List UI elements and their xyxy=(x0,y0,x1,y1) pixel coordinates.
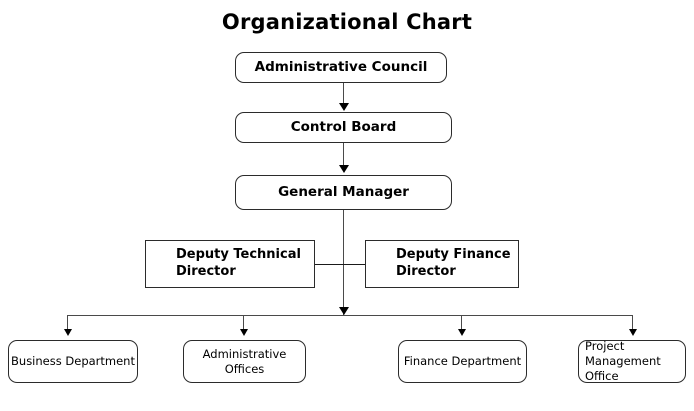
node-deputy-finance-director[interactable]: Deputy Finance Director xyxy=(365,240,519,288)
arrowhead-administrative-icon xyxy=(240,329,248,336)
node-control-board-label: Control Board xyxy=(290,118,397,135)
arrowhead-finance-icon xyxy=(458,329,466,336)
arrowhead-manager-to-bar-icon xyxy=(339,307,349,315)
node-administrative-offices-label: Administrative Offices xyxy=(202,346,287,376)
arrowhead-board-to-manager-icon xyxy=(339,165,349,173)
arrowhead-council-to-board-icon xyxy=(339,103,349,111)
node-business-department-label: Business Department xyxy=(11,354,135,369)
node-project-management-office[interactable]: Project Management Office xyxy=(578,339,686,383)
node-finance-department-label: Finance Department xyxy=(403,354,522,369)
arrowhead-pmo-icon xyxy=(629,329,637,336)
connector-drop-pmo xyxy=(632,315,633,330)
connector-drop-administrative xyxy=(243,315,244,330)
node-administrative-council-label: Administrative Council xyxy=(254,58,428,75)
node-project-management-office-label: Project Management Office xyxy=(585,339,661,383)
connector-council-to-board xyxy=(343,82,344,104)
connector-drop-finance xyxy=(461,315,462,330)
node-control-board[interactable]: Control Board xyxy=(235,112,452,143)
node-deputy-technical-director-label: Deputy Technical Director xyxy=(176,247,301,279)
node-administrative-offices[interactable]: Administrative Offices xyxy=(183,340,306,383)
connector-deputies-horizontal xyxy=(315,264,365,265)
connector-drop-business xyxy=(67,315,68,330)
node-deputy-technical-director[interactable]: Deputy Technical Director xyxy=(145,240,315,288)
node-general-manager[interactable]: General Manager xyxy=(235,175,452,210)
connector-manager-trunk xyxy=(343,210,344,316)
node-finance-department[interactable]: Finance Department xyxy=(398,340,527,383)
node-administrative-council[interactable]: Administrative Council xyxy=(235,52,447,83)
connector-departments-bar xyxy=(67,315,633,316)
node-business-department[interactable]: Business Department xyxy=(8,340,138,383)
page-title: Organizational Chart xyxy=(221,10,473,34)
node-deputy-finance-director-label: Deputy Finance Director xyxy=(396,247,511,279)
node-general-manager-label: General Manager xyxy=(278,183,409,200)
arrowhead-business-icon xyxy=(64,329,72,336)
connector-board-to-manager xyxy=(343,142,344,166)
